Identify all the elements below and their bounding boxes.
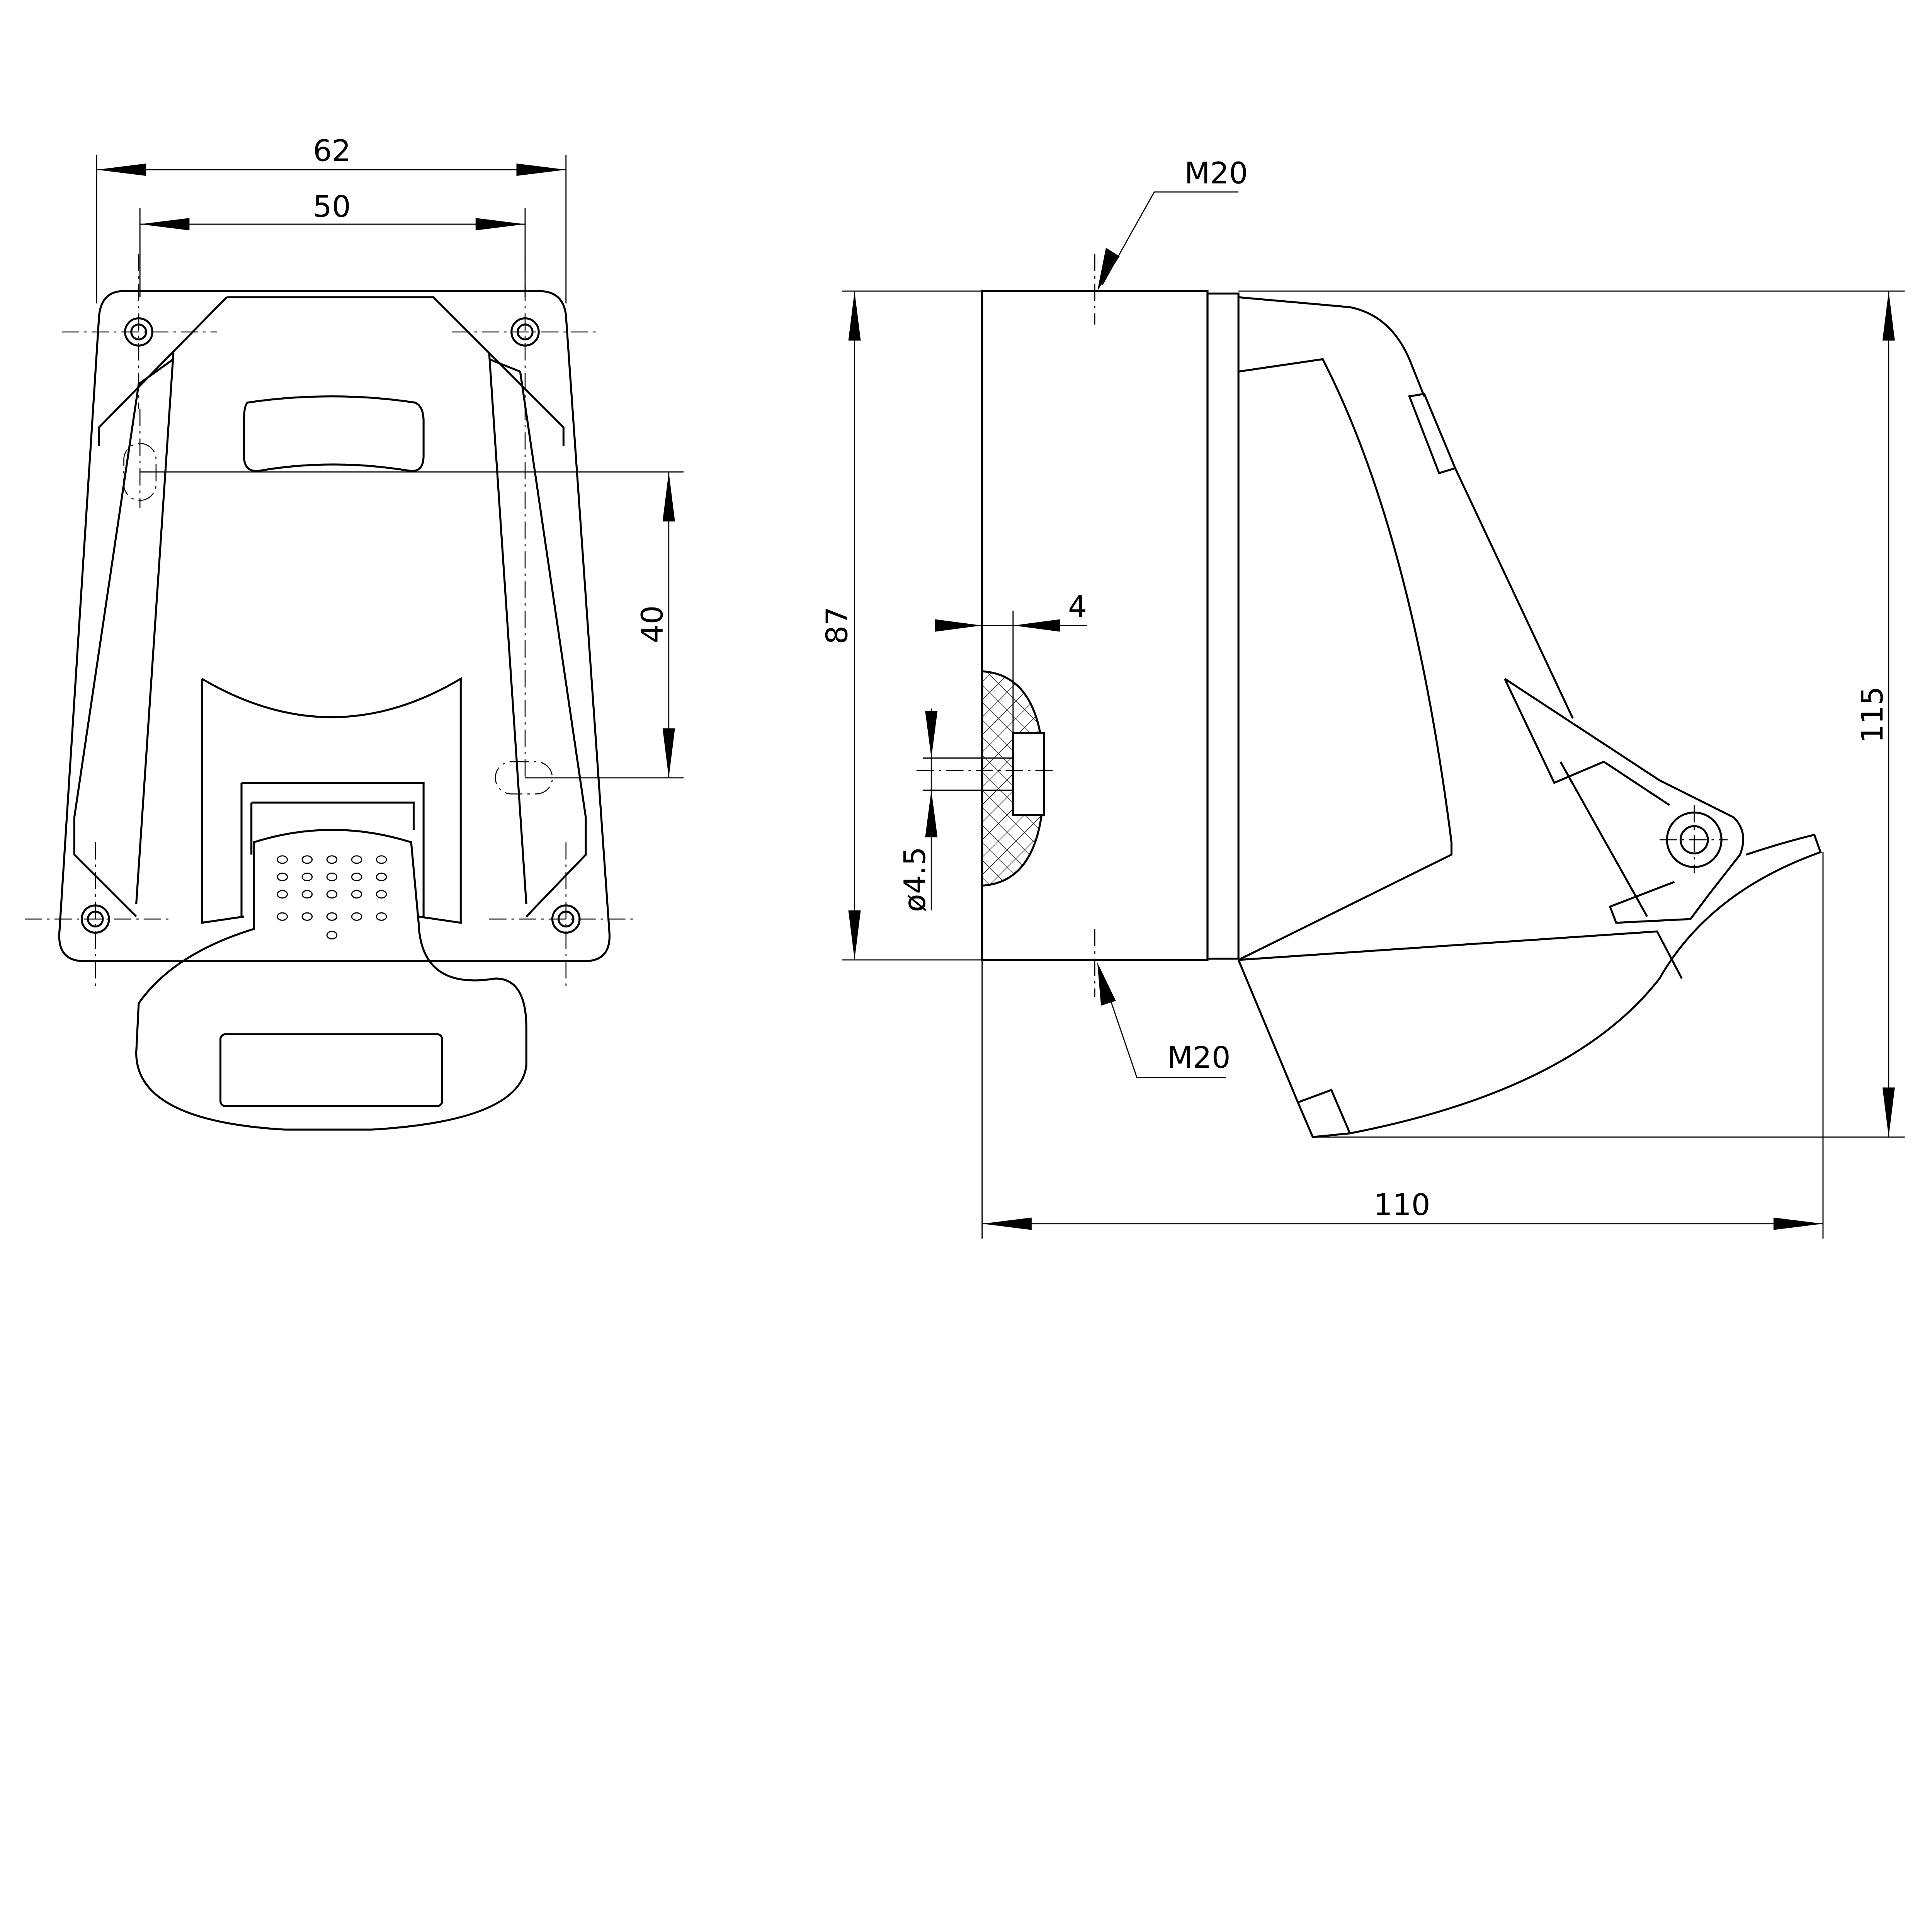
vent-dot-grid — [277, 855, 387, 939]
dimension-label: 4 — [1068, 590, 1087, 624]
dimension-label: 62 — [313, 134, 351, 168]
dimension-label: 110 — [1374, 1188, 1430, 1222]
dimension-label: 87 — [820, 607, 854, 645]
center-lines — [25, 254, 638, 991]
dimension-label: 115 — [1855, 686, 1890, 743]
lower-cover — [201, 677, 462, 924]
plug-body — [135, 829, 527, 1131]
thread-label: M20 — [1184, 156, 1248, 191]
mounting-plate-outline — [58, 290, 611, 962]
label-plate — [219, 1033, 443, 1107]
dimension-50: 50 — [139, 190, 526, 298]
screw-hole — [1012, 732, 1045, 816]
dimension-label: 50 — [313, 190, 351, 224]
hinged-cover — [1503, 678, 1745, 924]
mounting-holes — [80, 317, 581, 934]
socket-body — [1238, 296, 1574, 961]
box-lid-strip — [1206, 293, 1240, 960]
dimension-87: 87 — [820, 290, 982, 961]
plug-lower-body — [1237, 761, 1822, 1138]
side-view: 87 4 ø4.5 M20 M20 — [820, 156, 1905, 1239]
dimension-4: 4 — [935, 590, 1088, 733]
dimension-115: 115 — [1238, 290, 1905, 1138]
dimension-62: 62 — [96, 134, 567, 304]
lower-cover-frame — [240, 782, 425, 917]
dimension-40: 40 — [140, 471, 684, 779]
dimension-hole-diameter: ø4.5 — [898, 708, 1013, 912]
technical-drawing: 62 50 40 — [25, 134, 1905, 1239]
thread-label: M20 — [1167, 1041, 1230, 1075]
housing-lid-outline — [98, 296, 565, 904]
slot-lower — [495, 761, 553, 795]
dimension-label: 40 — [636, 605, 670, 643]
upper-window — [243, 395, 425, 472]
hinge-pin-icon — [1679, 825, 1709, 854]
dimension-110: 110 — [981, 852, 1824, 1239]
thread-callout-bottom: M20 — [1094, 929, 1231, 1078]
thread-callout-top: M20 — [1094, 156, 1248, 325]
front-view: 62 50 40 — [25, 134, 684, 1131]
dimension-label: ø4.5 — [898, 847, 932, 912]
